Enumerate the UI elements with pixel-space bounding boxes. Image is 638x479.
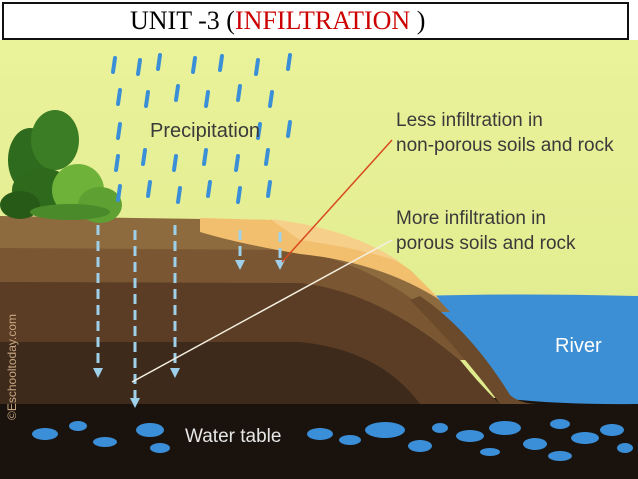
infiltration-arrows — [96, 225, 282, 400]
infiltration-diagram: Precipitation Less infiltration in non-p… — [0, 40, 638, 479]
bushes — [0, 110, 122, 223]
more-infiltration-line1: More infiltration in — [396, 208, 546, 229]
infiltration-arrowheads — [93, 260, 285, 408]
river-water — [420, 294, 638, 420]
river-bank — [410, 296, 540, 404]
upper-soil-layer — [0, 246, 470, 360]
less-infiltration-line1: Less infiltration in — [396, 110, 543, 131]
middle-soil-layer — [0, 280, 500, 404]
title-suffix: ) — [410, 6, 426, 35]
title-prefix: UNIT -3 ( — [130, 6, 235, 35]
river-label: River — [555, 335, 602, 357]
water-table-label: Water table — [185, 426, 281, 447]
precipitation-rain — [111, 53, 292, 204]
slide-title: UNIT -3 (INFILTRATION ) — [2, 2, 629, 40]
porous-sand-layer — [200, 218, 440, 300]
less-infiltration-pointer — [281, 139, 393, 263]
less-infiltration-line2: non-porous soils and rock — [396, 135, 614, 156]
water-table-stones — [32, 419, 633, 461]
title-accent: INFILTRATION — [234, 6, 411, 35]
porous-sand-highlight — [270, 219, 400, 262]
watermark: ©Eschooltoday.com — [5, 314, 19, 420]
more-infiltration-line2: porous soils and rock — [396, 233, 576, 254]
more-infiltration-pointer — [131, 239, 393, 383]
precipitation-label: Precipitation — [150, 120, 260, 142]
